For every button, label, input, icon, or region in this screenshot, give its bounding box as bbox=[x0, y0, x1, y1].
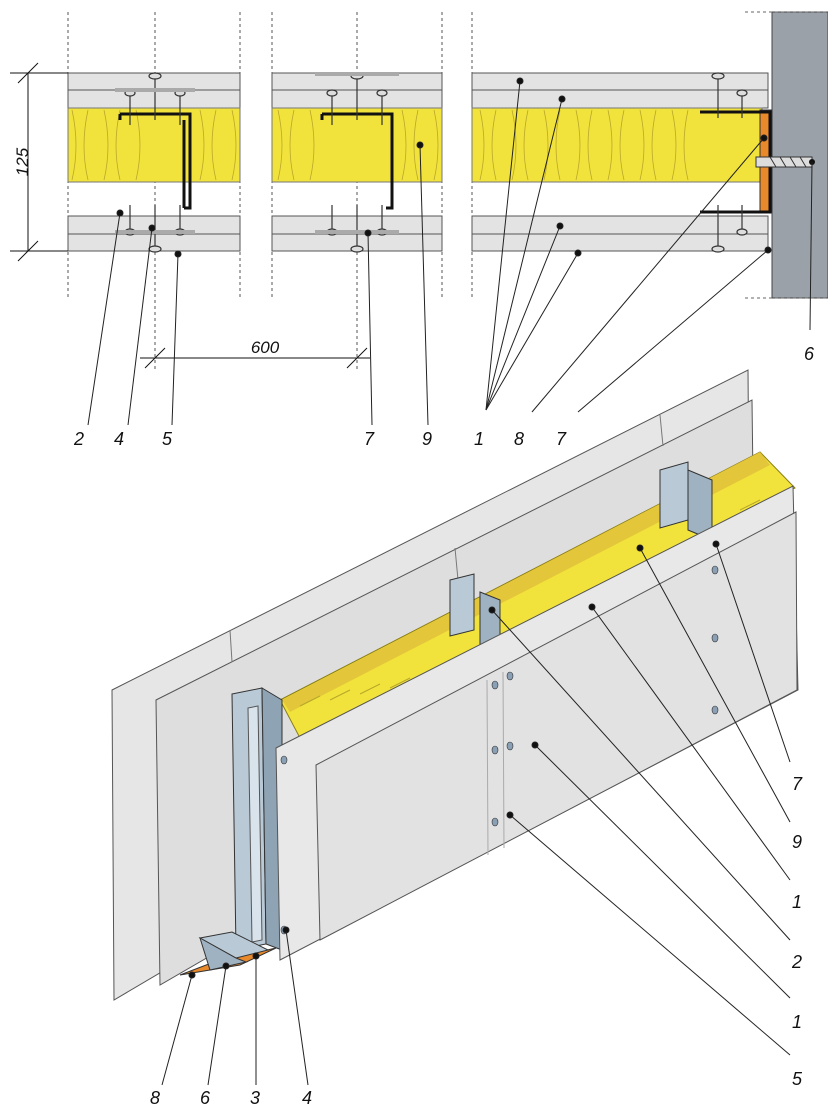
section-leaders bbox=[87, 77, 813, 426]
callout-8: 8 bbox=[514, 429, 524, 449]
front-stud bbox=[231, 687, 283, 951]
stud-centerlines bbox=[67, 12, 473, 370]
board-screws bbox=[280, 565, 719, 935]
wall-anchor bbox=[755, 156, 815, 168]
callout-7b: 7 bbox=[556, 429, 567, 449]
dimension-600-label: 600 bbox=[251, 338, 280, 357]
callout-9: 9 bbox=[422, 429, 432, 449]
dimension-125: 125 bbox=[10, 62, 68, 262]
iso-callout-bottom-3: 3 bbox=[250, 1088, 260, 1106]
insulation-layer bbox=[67, 107, 241, 183]
callout-4: 4 bbox=[114, 429, 124, 449]
iso-callout-right-3: 1 bbox=[792, 892, 802, 912]
iso-leaders bbox=[161, 540, 791, 1086]
insulation-layer bbox=[471, 107, 763, 183]
section-callout-labels: 2 4 5 7 9 1 8 7 6 bbox=[73, 344, 815, 449]
iso-callout-right-6: 5 bbox=[792, 1069, 803, 1089]
section-segment-1 bbox=[67, 72, 241, 253]
callout-7: 7 bbox=[364, 429, 375, 449]
iso-callout-bottom-2: 6 bbox=[200, 1088, 211, 1106]
dimension-600: 600 bbox=[140, 338, 370, 369]
iso-callout-labels-right: 7 9 1 2 1 5 bbox=[791, 774, 803, 1089]
iso-callout-right-5: 1 bbox=[792, 1012, 802, 1032]
iso-callout-labels-bottom: 8 6 3 4 bbox=[150, 1088, 312, 1108]
section-segment-3 bbox=[471, 72, 815, 253]
masonry-wall bbox=[771, 11, 828, 299]
iso-callout-bottom-1: 8 bbox=[150, 1088, 160, 1106]
iso-callout-right-4: 2 bbox=[791, 952, 802, 972]
iso-callout-right-2: 9 bbox=[792, 832, 802, 852]
callout-5: 5 bbox=[162, 429, 173, 449]
dimension-125-label: 125 bbox=[13, 147, 32, 176]
iso-callout-bottom-4: 4 bbox=[302, 1088, 312, 1106]
isometric-view: 7 9 1 2 1 5 8 6 3 4 bbox=[111, 369, 803, 1108]
callout-6: 6 bbox=[804, 344, 815, 364]
iso-callout-right-1: 7 bbox=[792, 774, 803, 794]
front-board-outer bbox=[315, 511, 798, 941]
section-view: 125 600 2 4 5 7 bbox=[10, 11, 828, 449]
section-segment-2 bbox=[271, 72, 443, 253]
far-stud bbox=[659, 461, 713, 541]
callout-1: 1 bbox=[474, 429, 484, 449]
callout-2: 2 bbox=[73, 429, 84, 449]
